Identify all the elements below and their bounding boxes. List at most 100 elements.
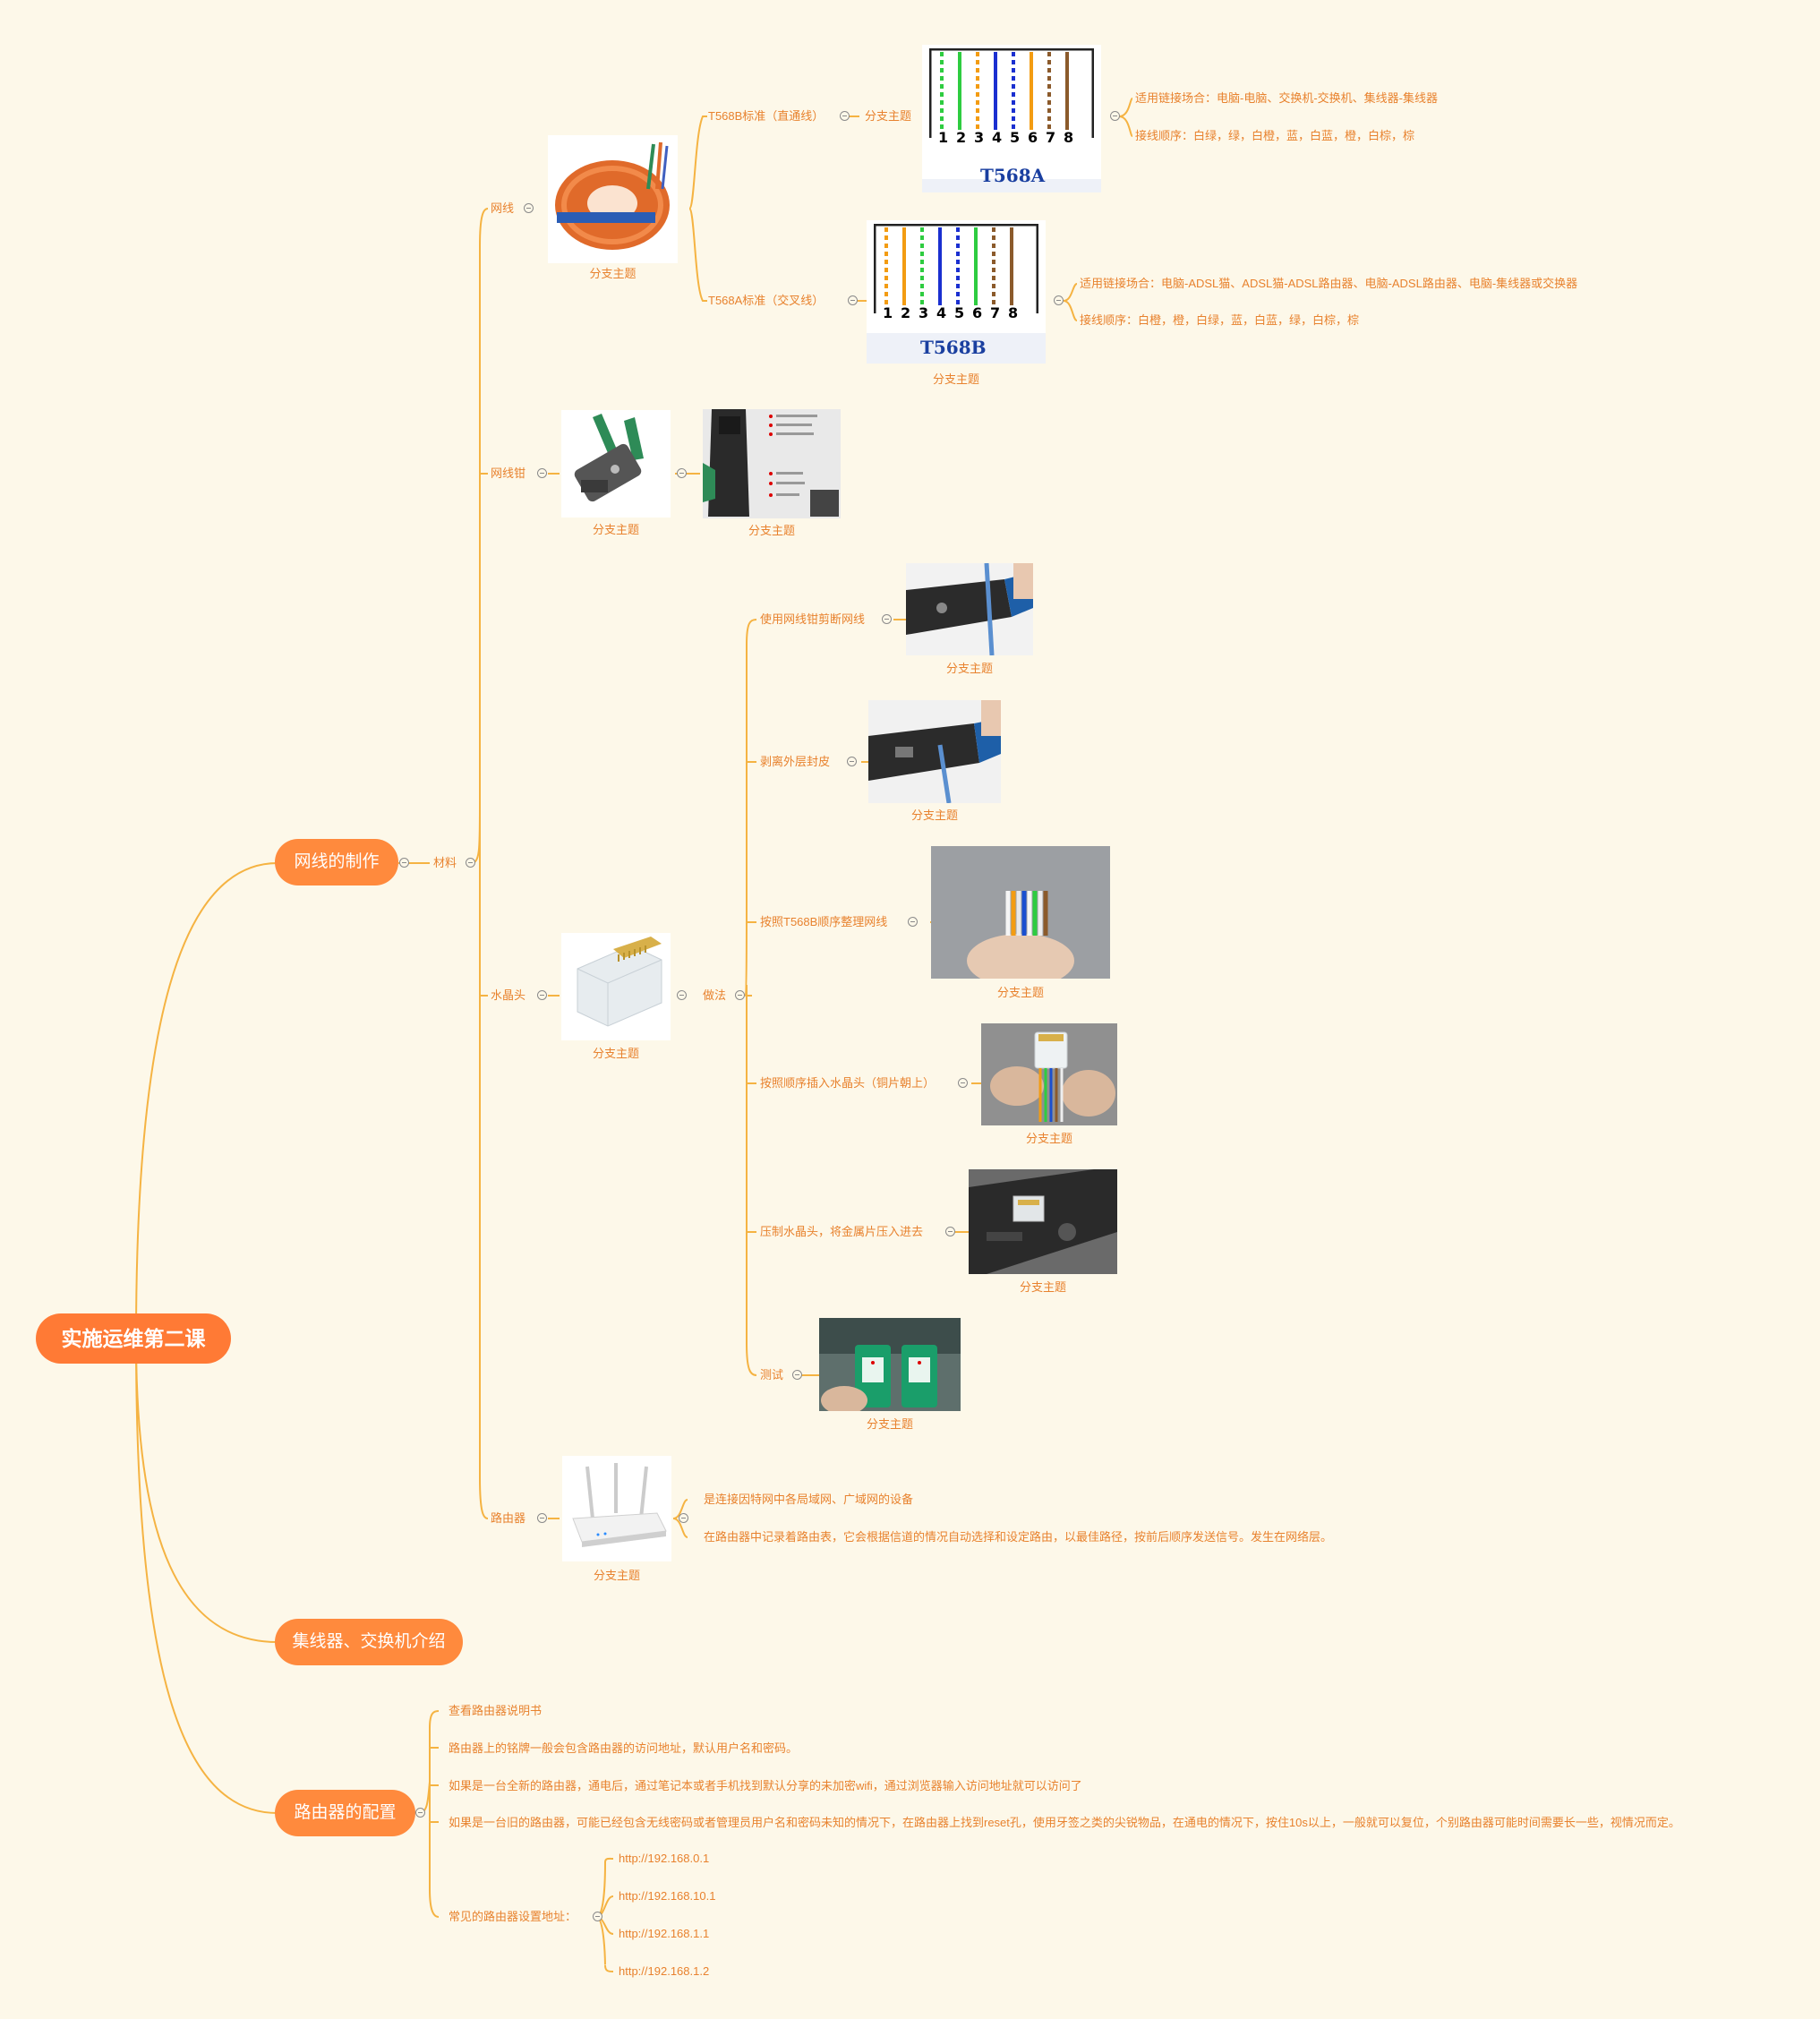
branch-caption: 分支主题 [1019,1280,1066,1294]
collapse-icon[interactable] [945,1227,955,1236]
branch-caption: 分支主题 [589,267,637,280]
branch-caption: 分支主题 [910,808,958,822]
pin-number: 7 [1046,129,1056,146]
branch-caption: 分支主题 [996,986,1044,999]
cable-coil-image [548,135,678,263]
collapse-icon[interactable] [848,295,858,305]
branch-caption: 分支主题 [748,524,795,537]
collapse-icon[interactable] [1054,295,1064,305]
pin-number: 2 [956,129,967,146]
collapse-icon[interactable] [1110,111,1120,121]
topic-rj45[interactable]: 水晶头 [491,988,526,1002]
pin-number: 8 [1008,304,1019,321]
t568a-diagram-title: T568A [980,165,1046,186]
branch-caption: 分支主题 [593,1569,640,1582]
straight-wire-order[interactable]: 接线顺序：白绿，绿，白橙，蓝，白蓝，橙，白棕，棕 [1135,129,1415,142]
router-address[interactable]: http://192.168.1.1 [619,1927,710,1940]
pin-number: 7 [990,304,1001,321]
collapse-icon[interactable] [792,1370,802,1380]
router-address[interactable]: http://192.168.0.1 [619,1852,710,1865]
topic-cable-making[interactable]: 网线的制作 [275,839,398,885]
config-item[interactable]: 路由器上的铭牌一般会包含路由器的访问地址，默认用户名和密码。 [449,1741,799,1755]
step-cut-image [906,563,1033,655]
collapse-icon[interactable] [677,468,687,478]
collapse-icon[interactable] [679,1513,688,1523]
collapse-icon[interactable] [537,468,547,478]
step-crimp-image [969,1169,1117,1274]
pin-number: 5 [1010,129,1021,146]
branch-caption: 分支主题 [592,523,639,536]
topic-crimper[interactable]: 网线钳 [491,466,526,480]
topic-t568b-standard[interactable]: T568B标准（直通线） [708,109,825,123]
rj45-connector-image [561,933,671,1040]
topic-method[interactable]: 做法 [703,988,727,1002]
topic-router-config[interactable]: 路由器的配置 [275,1790,415,1836]
t568b-diagram-title: T568B [920,337,987,358]
pin-number: 4 [936,304,947,321]
branch-caption[interactable]: 分支主题 [865,109,912,123]
collapse-icon[interactable] [466,858,475,868]
cross-wire-order[interactable]: 接线顺序：白橙，橙，白绿，蓝，白蓝，绿，白棕，棕 [1080,313,1360,327]
collapse-icon[interactable] [537,1513,547,1523]
t568b-wiring-diagram [867,220,1046,364]
collapse-icon[interactable] [958,1078,968,1088]
step-test[interactable]: 测试 [760,1368,784,1382]
collapse-icon[interactable] [524,203,534,213]
pin-number: 6 [1028,129,1038,146]
step-arrange-image [931,846,1110,979]
collapse-icon[interactable] [415,1808,425,1818]
topic-router[interactable]: 路由器 [491,1511,526,1525]
branch-caption: 分支主题 [945,662,993,675]
router-description-2[interactable]: 在路由器中记录着路由表，它会根据信道的情况自动选择和设定路由，以最佳路径，按前后… [704,1530,1333,1544]
collapse-icon[interactable] [908,917,918,927]
topic-materials[interactable]: 材料 [433,856,457,869]
pin-number: 1 [938,129,949,146]
step-strip-image [868,700,1001,803]
router-address[interactable]: http://192.168.1.2 [619,1964,710,1978]
pin-number: 6 [972,304,983,321]
router-image [562,1456,671,1561]
config-address-label[interactable]: 常见的路由器设置地址： [449,1910,577,1923]
router-address[interactable]: http://192.168.10.1 [619,1889,716,1903]
pin-number: 3 [919,304,929,321]
cross-use-case[interactable]: 适用链接场合：电脑-ADSL猫、ADSL猫-ADSL路由器、电脑-ADSL路由器… [1080,277,1578,290]
collapse-icon[interactable] [399,858,409,868]
collapse-icon[interactable] [735,990,745,1000]
branch-caption: 分支主题 [866,1417,913,1431]
collapse-icon[interactable] [537,990,547,1000]
crimper-parts-diagram [703,409,841,518]
topic-hub-switch[interactable]: 集线器、交换机介绍 [275,1619,463,1665]
step-crimp-connector[interactable]: 压制水晶头，将金属片压入进去 [760,1225,924,1238]
branch-caption: 分支主题 [1025,1132,1072,1145]
collapse-icon[interactable] [593,1912,602,1921]
collapse-icon[interactable] [882,614,892,624]
topic-cable[interactable]: 网线 [491,201,515,215]
crimper-tool-image [561,410,671,518]
pin-number: 5 [954,304,965,321]
step-test-image [819,1318,961,1411]
collapse-icon[interactable] [840,111,850,121]
branch-caption: 分支主题 [932,372,979,386]
straight-use-case[interactable]: 适用链接场合：电脑-电脑、交换机-交换机、集线器-集线器 [1135,91,1438,105]
step-insert-connector[interactable]: 按照顺序插入水晶头（铜片朝上） [760,1076,936,1090]
root-topic[interactable]: 实施运维第二课 [36,1313,231,1364]
collapse-icon[interactable] [847,757,857,766]
t568a-wiring-diagram [922,45,1101,192]
branch-caption: 分支主题 [592,1047,639,1060]
router-description-1[interactable]: 是连接因特网中各局域网、广域网的设备 [704,1493,914,1506]
pin-number: 3 [974,129,985,146]
pin-number: 8 [1064,129,1074,146]
config-item[interactable]: 如果是一台全新的路由器，通电后，通过笔记本或者手机找到默认分享的未加密wifi，… [449,1779,1082,1792]
topic-t568a-standard[interactable]: T568A标准（交叉线） [708,294,825,307]
step-cut-cable[interactable]: 使用网线钳剪断网线 [760,612,866,626]
step-strip-jacket[interactable]: 剥离外层封皮 [760,755,831,768]
step-insert-image [981,1023,1117,1125]
pin-number: 4 [992,129,1003,146]
config-item[interactable]: 查看路由器说明书 [449,1704,543,1717]
collapse-icon[interactable] [677,990,687,1000]
pin-number: 2 [901,304,911,321]
step-arrange-wires[interactable]: 按照T568B顺序整理网线 [760,915,888,928]
pin-number: 1 [883,304,893,321]
config-item[interactable]: 如果是一台旧的路由器，可能已经包含无线密码或者管理员用户名和密码未知的情况下，在… [449,1816,1680,1829]
